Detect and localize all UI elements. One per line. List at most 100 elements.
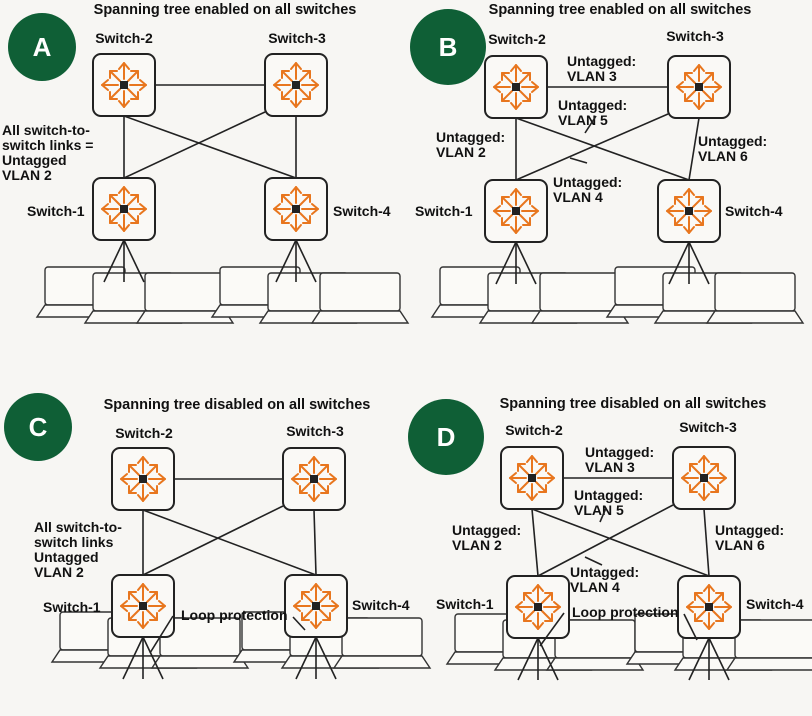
laptop-screen — [319, 272, 401, 312]
arrow-stroke — [281, 88, 293, 100]
switch-label: Switch-1 — [43, 599, 101, 615]
loop-protection-pointer — [149, 615, 174, 654]
arrow-stroke — [109, 212, 121, 224]
switch-core — [292, 205, 300, 213]
panel-title: Spanning tree disabled on all switches — [104, 397, 371, 413]
arrow-head — [509, 472, 517, 484]
arrow-stroke — [301, 609, 313, 621]
switch-1: Switch-1 — [27, 177, 156, 241]
arrow-stroke — [299, 482, 311, 494]
laptop-base — [310, 310, 410, 324]
link-sw2-sw4 — [142, 509, 317, 576]
arrow-stroke — [281, 212, 293, 224]
arrow-head — [301, 612, 310, 621]
link-sw3-sw4 — [703, 508, 710, 577]
switch-3: Switch-3 — [282, 423, 346, 511]
arrow-head — [686, 601, 694, 613]
switch-core — [139, 475, 147, 483]
arrow-stroke — [319, 591, 331, 603]
arrow-stroke — [127, 88, 139, 100]
arrow-stroke — [128, 609, 140, 621]
arrow-head — [526, 455, 538, 463]
arrow-stroke — [674, 196, 686, 208]
arrow-head — [517, 484, 526, 493]
arrow-head — [674, 217, 683, 226]
badge-circle — [410, 9, 486, 85]
arrow-stroke — [517, 481, 529, 493]
downlink — [295, 239, 317, 283]
arrow-stroke — [501, 214, 513, 226]
link-sw1-sw3 — [142, 505, 284, 576]
arrow-head — [695, 196, 704, 205]
downlink — [495, 241, 517, 285]
arrow-head — [290, 224, 302, 232]
arrow-stroke — [707, 463, 719, 475]
arrow-stroke — [146, 591, 158, 603]
switch-icon — [101, 186, 147, 232]
switch-label: Switch-2 — [488, 31, 546, 47]
arrow-head — [694, 592, 703, 601]
switch-icon — [493, 64, 539, 110]
arrow-head — [522, 93, 531, 102]
switch-label: Switch-4 — [352, 597, 410, 613]
arrow-head — [547, 472, 555, 484]
arrow-head — [109, 91, 118, 100]
vlan-label-line: Untagged: — [715, 522, 784, 538]
arrow-stroke — [689, 463, 701, 475]
arrow-head — [128, 612, 137, 621]
arrow-stroke — [299, 70, 311, 82]
switch-1: Switch-1 — [43, 574, 175, 638]
arrow-head — [515, 601, 523, 613]
link-sw3-sw4 — [688, 117, 700, 181]
arrow-stroke — [128, 482, 140, 494]
arrow-stroke — [535, 463, 547, 475]
downlink — [688, 241, 710, 285]
arrow-head — [553, 601, 561, 613]
arrow-head — [273, 203, 281, 215]
loop-protection-pointer — [292, 616, 306, 631]
vlan-label-line: VLAN 4 — [553, 189, 603, 205]
arrow-stroke — [317, 482, 329, 494]
arrow-head — [517, 463, 526, 472]
arrow-head — [522, 196, 531, 205]
arrow-head — [526, 493, 538, 501]
vlan-label-line: VLAN 2 — [436, 144, 486, 160]
switch-3: Switch-3 — [672, 419, 737, 510]
arrow-head — [531, 205, 539, 217]
option-badge: D — [408, 399, 484, 475]
pointer-arrow — [599, 507, 607, 523]
arrow-head — [120, 600, 128, 612]
arrow-head — [501, 93, 510, 102]
badge-letter: C — [29, 412, 48, 442]
arrow-head — [149, 464, 158, 473]
switch-icon — [509, 455, 555, 501]
vlan-label-sw3-sw4: Untagged:VLAN 6 — [698, 133, 767, 164]
arrow-stroke — [535, 481, 547, 493]
downlink — [688, 637, 710, 681]
vlan-label-line: VLAN 3 — [567, 68, 617, 84]
switch-core — [512, 207, 520, 215]
laptop-screen — [734, 619, 812, 659]
arrow-stroke — [541, 592, 553, 604]
arrow-head — [118, 224, 130, 232]
arrow-head — [281, 194, 290, 203]
vlan-label-line: Untagged: — [452, 522, 521, 538]
link-sw1-sw2 — [531, 508, 539, 577]
arrow-head — [703, 622, 715, 630]
switch-2: Switch-2 — [500, 422, 564, 510]
pointer-arrow — [584, 115, 597, 134]
switch-core — [512, 83, 520, 91]
switch-icon — [493, 188, 539, 234]
arrow-head — [130, 91, 139, 100]
switch-label: Switch-3 — [268, 30, 326, 46]
arrow-head — [101, 79, 109, 91]
arrow-stroke — [694, 592, 706, 604]
arrow-stroke — [692, 214, 704, 226]
vlan-label-line: VLAN 6 — [698, 148, 748, 164]
arrow-head — [694, 613, 703, 622]
arrow-head — [302, 91, 311, 100]
vlan-label-line: Untagged: — [558, 97, 627, 113]
panel-title: Spanning tree enabled on all switches — [489, 2, 752, 18]
arrow-head — [101, 203, 109, 215]
